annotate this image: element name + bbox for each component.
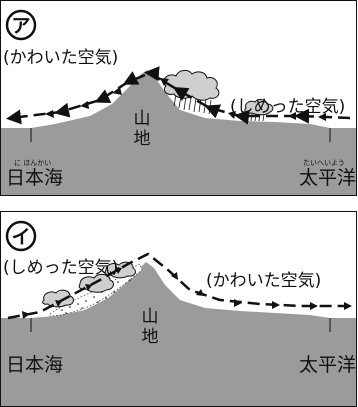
- panel-b-cloud-1: [42, 289, 74, 308]
- panel-a-air-left: (かわいた空気): [3, 48, 118, 68]
- panel-b-air-left: (しめった空気): [3, 258, 118, 278]
- panel-a-sea-left: 日本海: [6, 167, 63, 189]
- panel-a-mountain-2: 地: [134, 129, 151, 149]
- svg-text:ア: ア: [11, 15, 30, 37]
- panel-b-mountain-1: 山: [142, 307, 159, 327]
- panel-b-sea-right: 太平洋: [299, 354, 356, 376]
- panel-b-airflow: [7, 252, 348, 320]
- panel-a: ア (かわいた空気) (しめった空気) 山 地 に ほんかい 日本海 たいへいよ…: [0, 0, 357, 196]
- panel-b: イ (しめった空気) (かわいた空気) 山 地 日本海 太平洋: [0, 211, 357, 407]
- panel-b-land: [1, 262, 356, 406]
- panel-b-air-right: (かわいた空気): [206, 271, 321, 291]
- svg-text:イ: イ: [11, 226, 30, 248]
- panel-a-sea-right-ruby: たいへいよう: [303, 159, 345, 167]
- panel-a-sea-right: 太平洋: [299, 167, 356, 189]
- panel-a-arrowheads: [45, 78, 326, 121]
- panel-a-mountain-1: 山: [134, 109, 151, 129]
- panel-a-air-right: (しめった空気): [230, 97, 345, 117]
- panel-b-marker: イ: [5, 220, 37, 252]
- panel-b-arrowheads: [22, 267, 352, 319]
- panel-a-land: [1, 70, 356, 195]
- panel-b-sea-left: 日本海: [6, 354, 63, 376]
- panel-a-sea-left-ruby: に ほんかい: [14, 159, 51, 167]
- panel-b-mountain-2: 地: [142, 327, 159, 347]
- panel-a-marker: ア: [5, 9, 37, 41]
